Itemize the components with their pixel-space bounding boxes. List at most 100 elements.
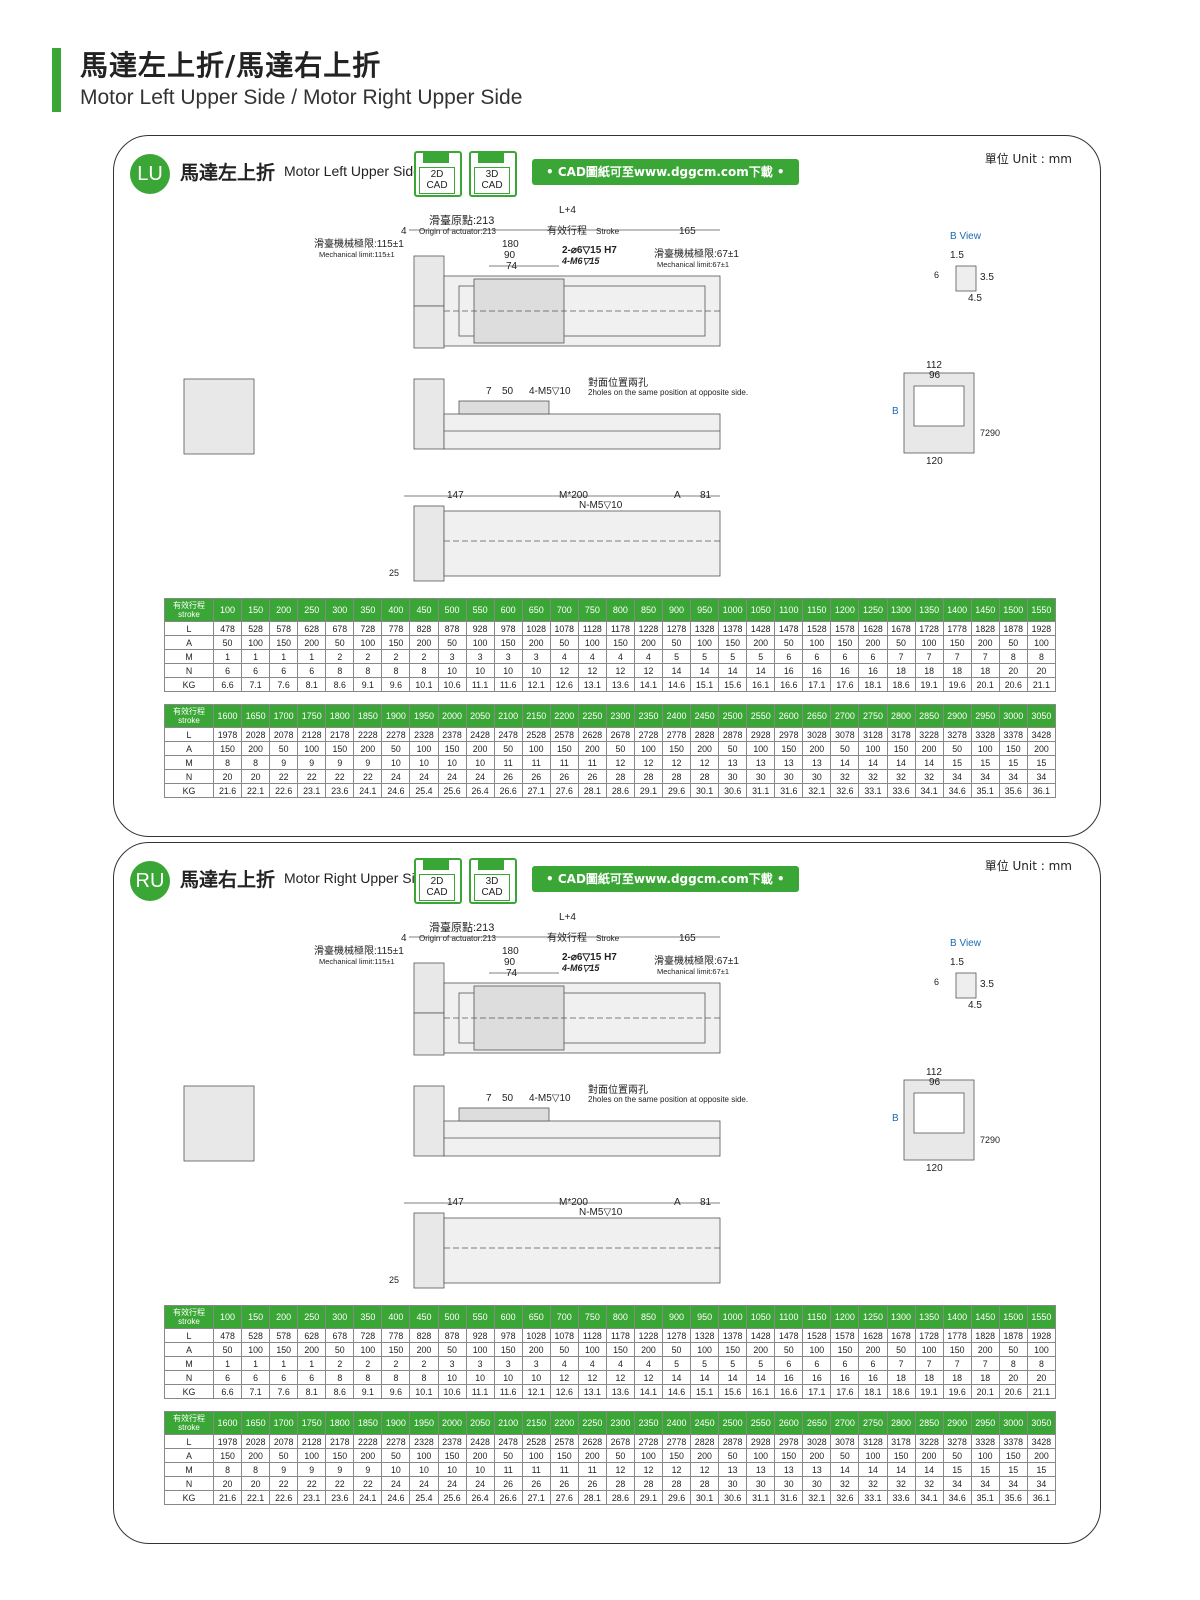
table-cell: 4 <box>633 649 664 664</box>
table-cell: 8 <box>381 663 411 678</box>
table-cell: 200 <box>297 1342 327 1357</box>
table-cell: 8 <box>998 649 1028 664</box>
table-cell: 200 <box>746 1342 776 1357</box>
svg-text:50: 50 <box>502 1093 514 1104</box>
cad-3d-icon[interactable]: 3D CAD <box>469 151 517 197</box>
row-label: A <box>164 1448 214 1463</box>
stroke-cell: 850 <box>633 1305 664 1329</box>
svg-text:M*200: M*200 <box>559 490 588 501</box>
table-cell: 9 <box>325 755 355 770</box>
table-cell: 50 <box>381 1448 411 1463</box>
cad-2d-icon[interactable]: 2D CAD <box>414 151 462 197</box>
table-cell: 1 <box>212 649 243 664</box>
table-cell: 21.6 <box>212 783 243 798</box>
table-cell: 28 <box>605 769 635 784</box>
table-cell: 100 <box>409 1448 439 1463</box>
table-cell: 1978 <box>212 727 243 742</box>
table-cell: 14 <box>690 1370 720 1385</box>
svg-text:3.5: 3.5 <box>980 979 994 990</box>
table-cell: 18 <box>914 663 944 678</box>
svg-text:96: 96 <box>929 370 941 381</box>
stroke-cell: 600 <box>493 598 523 622</box>
stroke-cell: 2150 <box>521 704 551 728</box>
variant-badge: RU <box>130 861 170 901</box>
table-cell: 200 <box>465 1448 495 1463</box>
table-cell: 36.1 <box>1026 1490 1057 1505</box>
table-cell: 7 <box>886 1356 916 1371</box>
table-cell: 8 <box>241 1462 271 1477</box>
svg-text:120: 120 <box>926 1163 943 1174</box>
table-cell: 50 <box>605 741 635 756</box>
row-label: L <box>164 1328 214 1343</box>
table-cell: 24 <box>437 769 467 784</box>
row-label: A <box>164 741 214 756</box>
table-cell: 32 <box>914 1476 944 1491</box>
stroke-cell: 2700 <box>830 1411 860 1435</box>
table-cell: 50 <box>830 741 860 756</box>
svg-text:72: 72 <box>980 428 990 438</box>
table-cell: 200 <box>690 1448 720 1463</box>
table-cell: 100 <box>914 1342 944 1357</box>
table-cell: 12 <box>633 663 664 678</box>
table-cell: 8 <box>381 1370 411 1385</box>
svg-text:6: 6 <box>934 977 939 987</box>
table-cell: 27.6 <box>549 1490 579 1505</box>
table-cell: 100 <box>746 741 776 756</box>
stroke-cell: 3050 <box>1026 704 1057 728</box>
cad-download-link[interactable]: • CAD圖紙可至www.dggcm.com下載 • <box>532 159 799 185</box>
svg-text:90: 90 <box>504 250 516 261</box>
table-cell: 3228 <box>914 727 944 742</box>
stroke-cell: 550 <box>465 1305 495 1329</box>
table-cell: 2428 <box>465 1434 495 1449</box>
table-cell: 31.6 <box>774 783 804 798</box>
table-cell: 6 <box>858 649 888 664</box>
table-cell: 30 <box>802 1476 832 1491</box>
table-cell: 8.1 <box>297 1384 327 1399</box>
table-cell: 150 <box>942 635 972 650</box>
stroke-cell: 3050 <box>1026 1411 1057 1435</box>
table-cell: 10 <box>521 1370 551 1385</box>
table-cell: 150 <box>269 635 299 650</box>
cad-download-link[interactable]: • CAD圖紙可至www.dggcm.com下載 • <box>532 866 799 892</box>
table-cell: 13 <box>718 755 748 770</box>
panel-title-zh: 馬達右上折 <box>180 869 276 891</box>
cad-3d-icon[interactable]: 3D CAD <box>469 858 517 904</box>
table-cell: 3278 <box>942 1434 972 1449</box>
table-cell: 14 <box>886 755 916 770</box>
table-cell: 15.6 <box>718 677 748 692</box>
table-cell: 150 <box>774 1448 804 1463</box>
panel-title-en: Motor Left Upper Side <box>284 163 421 179</box>
table-cell: 15 <box>1026 755 1057 770</box>
table-cell: 50 <box>493 741 523 756</box>
row-label: L <box>164 621 214 636</box>
table-cell: 34 <box>942 1476 972 1491</box>
stroke-cell: 2550 <box>746 704 776 728</box>
table-cell: 200 <box>409 635 439 650</box>
stroke-header-label: 有效行程 stroke <box>164 598 214 622</box>
table-cell: 14 <box>914 1462 944 1477</box>
table-cell: 16.1 <box>746 677 776 692</box>
stroke-cell: 600 <box>493 1305 523 1329</box>
stroke-cell: 700 <box>549 598 579 622</box>
table-cell: 4 <box>605 1356 635 1371</box>
table-cell: 18.1 <box>858 677 888 692</box>
stroke-cell: 100 <box>212 1305 243 1329</box>
table-cell: 2228 <box>353 1434 383 1449</box>
svg-text:L+4: L+4 <box>559 205 576 216</box>
table-cell: 150 <box>212 1448 243 1463</box>
table-cell: 8 <box>212 755 243 770</box>
stroke-cell: 1300 <box>886 1305 916 1329</box>
svg-text:1.5: 1.5 <box>950 250 964 261</box>
table-cell: 28 <box>690 769 720 784</box>
stroke-cell: 2550 <box>746 1411 776 1435</box>
table-cell: 1228 <box>633 1328 664 1343</box>
svg-text:B View: B View <box>950 231 982 242</box>
table-cell: 1778 <box>942 621 972 636</box>
table-cell: 50 <box>942 1448 972 1463</box>
cad-2d-icon[interactable]: 2D CAD <box>414 858 462 904</box>
table-cell: 14 <box>830 755 860 770</box>
row-label: KG <box>164 677 214 692</box>
stroke-cell: 250 <box>297 598 327 622</box>
table-cell: 200 <box>690 741 720 756</box>
stroke-cell: 2050 <box>465 1411 495 1435</box>
